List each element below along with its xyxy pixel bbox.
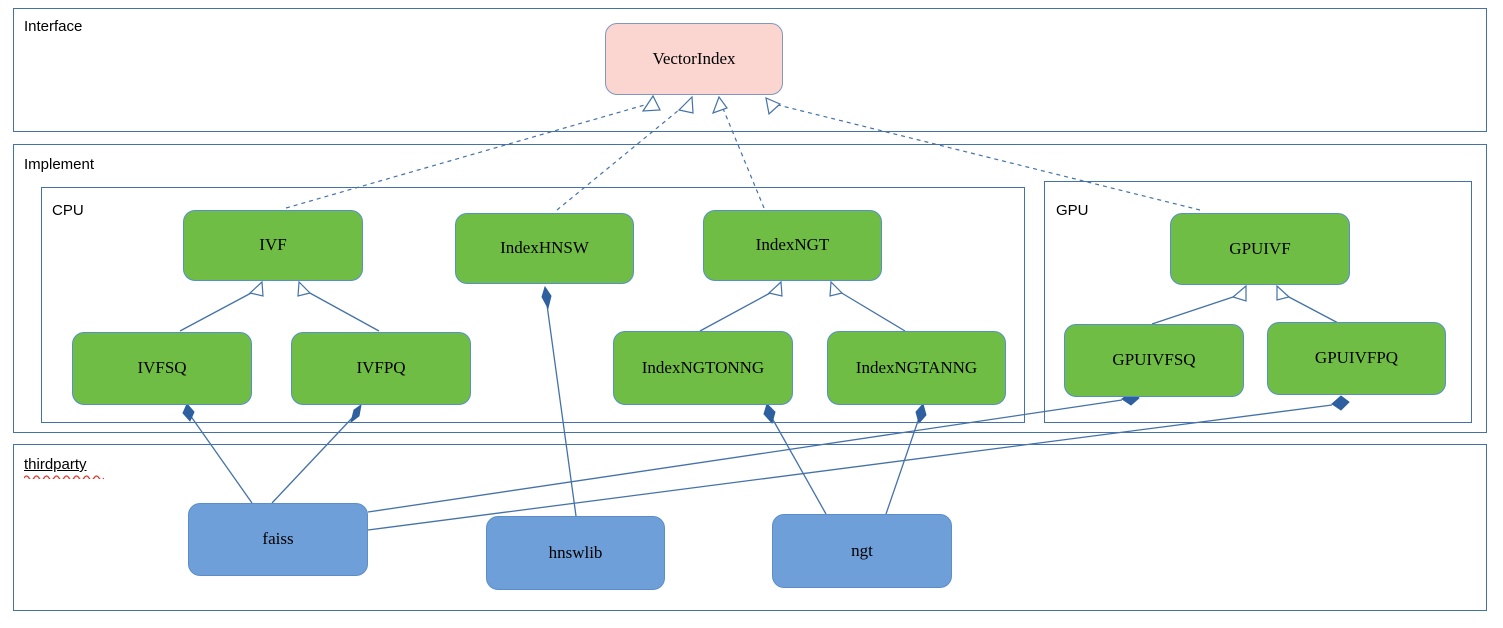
node-faiss-label: faiss — [262, 529, 294, 549]
node-ngt[interactable]: ngt — [772, 514, 952, 588]
group-gpu — [1044, 181, 1472, 423]
node-ivfpq-label: IVFPQ — [356, 358, 406, 378]
node-indexngt-label: IndexNGT — [755, 235, 830, 255]
node-indexngtanng-label: IndexNGTANNG — [855, 357, 978, 377]
node-gpuivfpq[interactable]: GPUIVFPQ — [1267, 322, 1446, 395]
group-thirdparty-label: thirdparty — [24, 456, 87, 473]
spellcheck-squiggle-icon — [24, 475, 104, 479]
node-gpuivfsq-label: GPUIVFSQ — [1112, 350, 1196, 370]
node-indexhnsw-label: IndexHNSW — [500, 238, 589, 258]
node-gpuivf-label: GPUIVF — [1229, 238, 1291, 258]
node-ivf-label: IVF — [259, 235, 287, 255]
node-ivfsq[interactable]: IVFSQ — [72, 332, 252, 405]
node-indexngtanng[interactable]: IndexNGTANNG — [827, 331, 1006, 405]
node-vectorindex[interactable]: VectorIndex — [605, 23, 783, 95]
node-ngt-label: ngt — [851, 540, 873, 560]
group-interface — [13, 8, 1487, 132]
group-interface-label: Interface — [24, 18, 83, 35]
group-thirdparty — [13, 444, 1487, 611]
node-vectorindex-label: VectorIndex — [652, 48, 736, 68]
node-ivfpq[interactable]: IVFPQ — [291, 332, 471, 405]
group-cpu-label: CPU — [52, 202, 84, 219]
node-gpuivfsq[interactable]: GPUIVFSQ — [1064, 324, 1244, 397]
node-indexngtonng-label: IndexNGTONNG — [641, 357, 765, 377]
node-ivf[interactable]: IVF — [183, 210, 363, 281]
group-implement — [13, 144, 1487, 433]
node-indexhnsw[interactable]: IndexHNSW — [455, 213, 634, 284]
group-implement-label: Implement — [24, 156, 95, 173]
node-gpuivf[interactable]: GPUIVF — [1170, 213, 1350, 285]
node-ivfsq-label: IVFSQ — [137, 358, 187, 378]
node-indexngtonng[interactable]: IndexNGTONNG — [613, 331, 793, 405]
node-gpuivfpq-label: GPUIVFPQ — [1314, 348, 1399, 368]
group-gpu-label: GPU — [1056, 202, 1089, 219]
node-hnswlib-label: hnswlib — [548, 542, 603, 562]
node-indexngt[interactable]: IndexNGT — [703, 210, 882, 281]
node-hnswlib[interactable]: hnswlib — [486, 516, 665, 590]
group-cpu — [41, 187, 1025, 423]
node-faiss[interactable]: faiss — [188, 503, 368, 576]
